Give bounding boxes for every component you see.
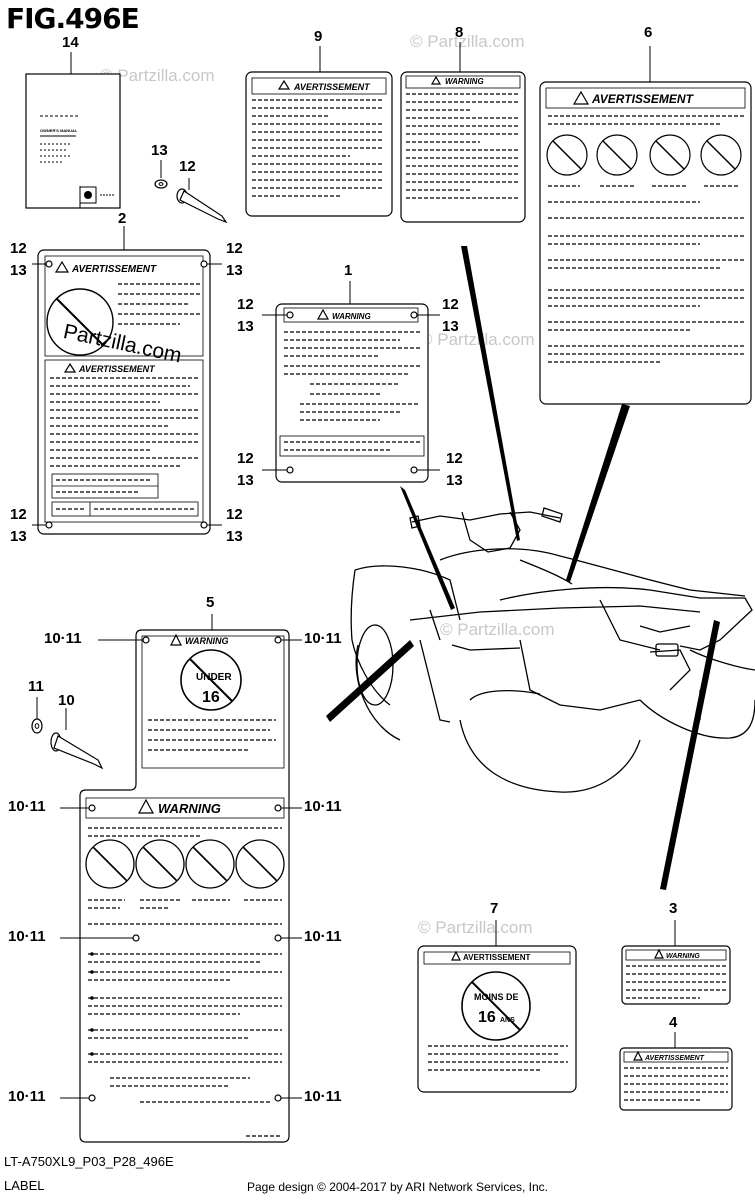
watermark: © Partzilla.com [418,918,533,937]
label-4-title: AVERTISSEMENT [644,1055,705,1062]
callout-10-11: 10·11 [304,630,342,647]
part-14-owners-manual [25,52,121,209]
part-9-avertissement-label [245,46,393,217]
callout-10-11: 10·11 [304,798,342,815]
callout-7: 7 [490,900,499,917]
label-3-title: WARNING [666,953,700,960]
part-1-warning-label [262,281,440,483]
label-2-title: AVERTISSEMENT [71,264,157,275]
part-4-avertissement-label [619,1032,733,1111]
part-12-rivet [176,178,228,224]
callout-12: 12 [10,506,27,523]
label-7-sixteen: 16 [478,1009,496,1026]
callout-13: 13 [237,318,254,335]
callout-10-11: 10·11 [8,928,46,945]
part-5-warning-label [60,614,302,1143]
callout-4: 4 [669,1014,678,1031]
callout-12: 12 [10,240,27,257]
callout-2: 2 [118,210,127,227]
callout-11: 11 [28,678,44,695]
callout-13: 13 [226,528,243,545]
callout-1: 1 [344,262,353,279]
callout-12: 12 [442,296,459,313]
label-5-title: WARNING [185,636,229,646]
part-11-washer [31,697,43,734]
label-7-title: AVERTISSEMENT [463,953,531,962]
part-6-avertissement-label [539,46,752,405]
label-1-title: WARNING [332,312,371,321]
callout-10: 10 [58,692,75,709]
callout-10-11: 10·11 [44,630,82,647]
label-5-sixteen: 16 [202,689,220,706]
callout-10-11: 10·11 [8,1088,46,1105]
label-texts: AVERTISSEMENT WARNING AVERTISSEMENT AVER… [40,77,705,1062]
callout-13: 13 [226,262,243,279]
callout-3: 3 [669,900,678,917]
callout-10-11: 10·11 [304,928,342,945]
callout-8: 8 [455,24,464,41]
callout-13: 13 [10,262,27,279]
manual-title: OWNER'S MANUAL [40,128,78,133]
callout-13: 13 [151,142,168,159]
figure-code: LT-A750XL9_P03_P28_496E [4,1154,174,1169]
label-7-ans: ANS [500,1017,515,1024]
part-7-avertissement-label [417,920,577,1093]
callout-9: 9 [314,28,323,45]
label-5-under: UNDER [196,672,232,683]
leader-wedges [326,246,720,890]
watermark: © Partzilla.com [100,66,215,85]
watermark: © Partzilla.com [440,620,555,639]
callout-13: 13 [442,318,459,335]
section-label: LABEL [4,1178,45,1193]
callout-12: 12 [179,158,196,175]
atv-outline [350,507,755,793]
label-9-title: AVERTISSEMENT [293,82,371,92]
callout-14: 14 [62,34,79,51]
callout-12: 12 [237,296,254,313]
callout-13: 13 [446,472,463,489]
part-10-rivet [50,708,104,770]
label-7-moins-de: MOINS DE [474,992,519,1002]
callout-12: 12 [237,450,254,467]
callout-10-11: 10·11 [304,1088,342,1105]
watermark: © Partzilla.com [410,32,525,51]
label-2-subtitle: AVERTISSEMENT [78,364,156,374]
copyright-text: Page design © 2004-2017 by ARI Network S… [247,1180,549,1194]
part-2-avertissement-label [32,226,222,535]
part-13-washer [154,160,168,189]
callout-13: 13 [10,528,27,545]
warning-triangle-icons [54,75,664,1061]
label-6-title: AVERTISSEMENT [591,92,695,106]
callout-12: 12 [226,506,243,523]
part-3-warning-label [621,920,731,1005]
part-8-warning-label [400,42,526,223]
callout-12: 12 [446,450,463,467]
callout-6: 6 [644,24,653,41]
label-5-bottom-title: WARNING [158,801,221,816]
callout-12: 12 [226,240,243,257]
figure-title: FIG.496E [6,2,140,35]
callout-10-11: 10·11 [8,798,46,815]
label-8-title: WARNING [445,77,484,86]
callout-5: 5 [206,594,215,611]
callout-13: 13 [237,472,254,489]
watermark: © Partzilla.com [420,330,535,349]
